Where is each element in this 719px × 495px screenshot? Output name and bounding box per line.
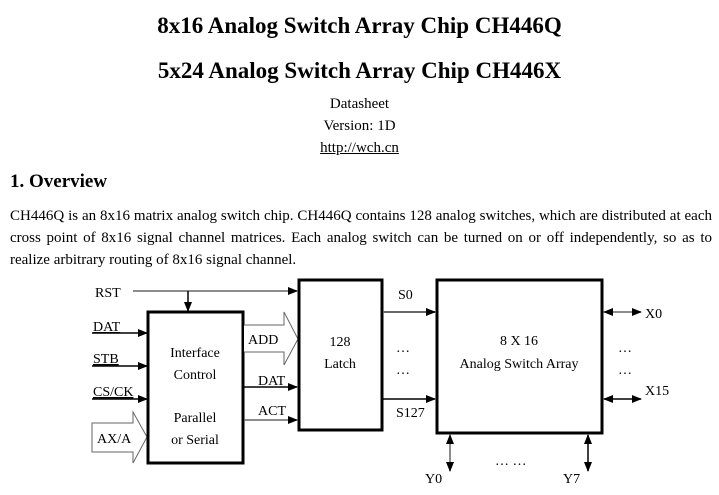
array-label-1: 8 X 16 — [500, 334, 538, 349]
latch-ellipsis-2: … — [396, 363, 410, 378]
overview-paragraph: CH446Q is an 8x16 matrix analog switch c… — [10, 208, 712, 268]
latch-ellipsis-1: … — [396, 341, 410, 356]
version-label: Version: 1D — [323, 118, 396, 134]
x-ellipsis-2: … — [618, 363, 632, 378]
interface-label-1: Interface — [170, 346, 220, 361]
title-ch446q: 8x16 Analog Switch Array Chip CH446Q — [157, 13, 562, 38]
x-port-label-x0: X0 — [645, 307, 662, 322]
y-port-label-y0: Y0 — [425, 472, 442, 487]
x-ellipsis-1: … — [618, 341, 632, 356]
latch-block — [297, 278, 384, 432]
section-heading-overview: 1. Overview — [10, 171, 108, 192]
latch-label-2: Latch — [324, 357, 356, 372]
output-label-dat: DAT — [258, 374, 286, 389]
title-ch446x: 5x24 Analog Switch Array Chip CH446X — [157, 58, 562, 83]
input-label-stb: STB — [93, 352, 119, 367]
output-label-act: ACT — [258, 404, 286, 419]
latch-label-1: 128 — [330, 335, 351, 350]
interface-label-4: or Serial — [171, 433, 219, 448]
latch-output-label-s127: S127 — [396, 406, 425, 421]
y-ellipsis: … … — [495, 454, 527, 469]
input-label-rst: RST — [95, 286, 121, 301]
output-label-add: ADD — [248, 333, 278, 348]
input-label-dat: DAT — [93, 320, 121, 335]
interface-label-3: Parallel — [174, 411, 217, 426]
input-label-ax-a: AX/A — [97, 432, 132, 447]
y-port-label-y7: Y7 — [563, 472, 580, 487]
interface-label-2: Control — [174, 368, 217, 383]
input-label-cs-ck: CS/CK — [93, 385, 133, 400]
ax-a-bus-arrow — [91, 410, 148, 464]
doc-type-label: Datasheet — [329, 96, 390, 112]
interface-control-block — [146, 310, 245, 465]
array-label-2: Analog Switch Array — [460, 357, 579, 372]
website-link[interactable]: http://wch.cn — [320, 140, 399, 156]
x-port-label-x15: X15 — [645, 384, 669, 399]
latch-output-label-s0: S0 — [398, 288, 413, 303]
analog-switch-array-block — [435, 278, 604, 435]
